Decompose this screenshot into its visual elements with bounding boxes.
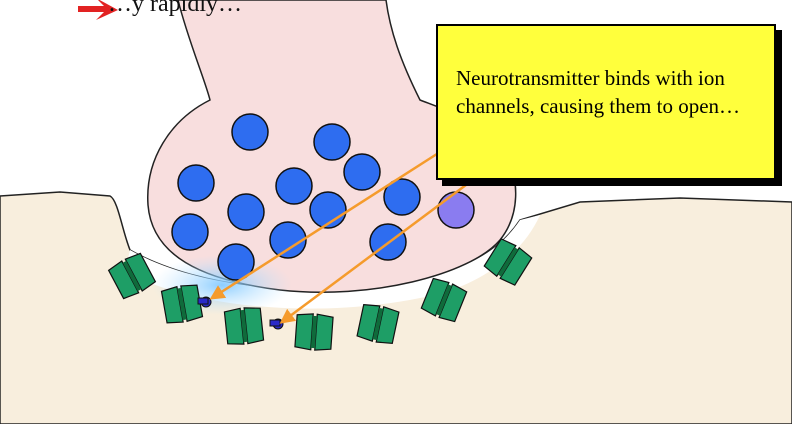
vesicle xyxy=(172,214,208,250)
vesicle xyxy=(178,165,214,201)
vesicle xyxy=(232,114,268,150)
partial-header-text: …y rapidly… xyxy=(108,0,242,16)
callout-text: Neurotransmitter binds with ion channels… xyxy=(456,64,760,120)
ion-channel xyxy=(161,283,203,325)
vesicle xyxy=(228,194,264,230)
vesicle xyxy=(314,124,350,160)
vesicle xyxy=(344,154,380,190)
ion-channel xyxy=(295,313,333,351)
vesicle-highlighted xyxy=(438,192,474,228)
callout-box: Neurotransmitter binds with ion channels… xyxy=(436,24,776,180)
vesicle xyxy=(276,168,312,204)
ion-channel xyxy=(224,306,264,346)
